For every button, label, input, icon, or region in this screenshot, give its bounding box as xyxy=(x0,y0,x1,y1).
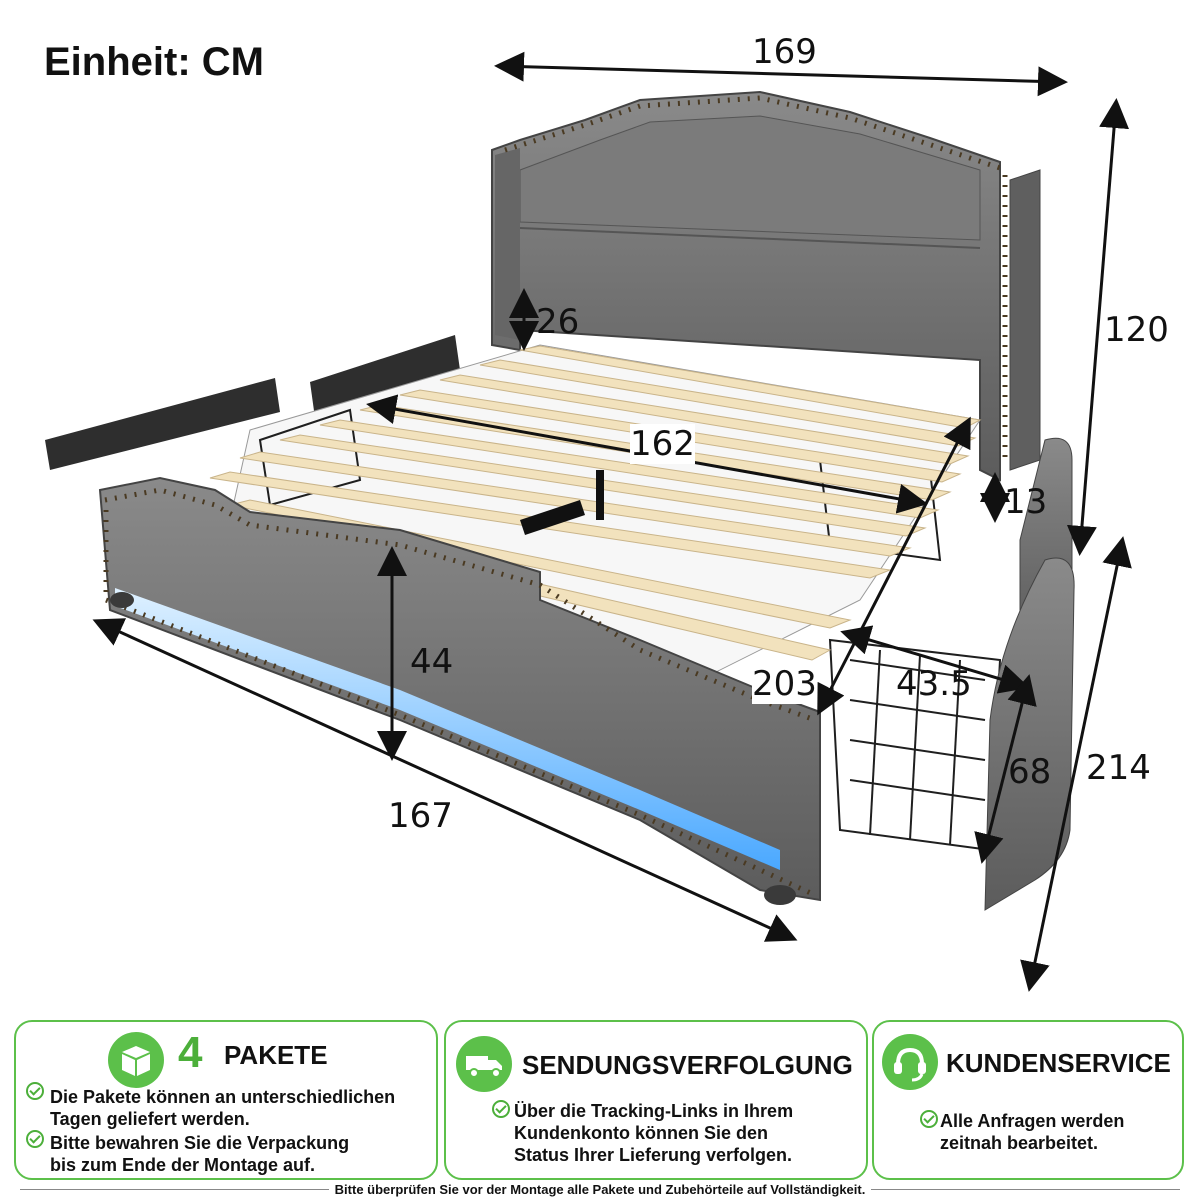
check-icon xyxy=(492,1100,510,1118)
service-line-1: Alle Anfragen werden xyxy=(940,1111,1125,1131)
packages-line-4: bis zum Ende der Montage auf. xyxy=(50,1155,316,1175)
service-card: KUNDENSERVICE Alle Anfragen werden zeitn… xyxy=(872,1020,1184,1180)
packages-line-2: Tagen geliefert werden. xyxy=(50,1109,250,1129)
check-icon xyxy=(26,1130,44,1148)
dim-inner-depth: 203 xyxy=(752,664,817,704)
dim-rail-height: 13 xyxy=(1004,482,1048,522)
tracking-card: SENDUNGSVERFOLGUNG Über die Tracking-Lin… xyxy=(444,1020,868,1180)
dim-headboard-gap: 26 xyxy=(536,302,580,342)
dim-footboard-height: 44 xyxy=(410,642,454,682)
service-title: KUNDENSERVICE xyxy=(946,1048,1171,1078)
headboard xyxy=(491,90,1041,482)
package-box-icon xyxy=(108,1032,164,1088)
bed-illustration xyxy=(45,51,1132,992)
dim-width-bottom: 167 xyxy=(388,796,453,836)
packages-line-3: Bitte bewahren Sie die Verpackung xyxy=(50,1133,350,1153)
dim-drawer-length: 68 xyxy=(1008,752,1052,792)
dim-height-total: 120 xyxy=(1104,310,1169,350)
check-icon xyxy=(26,1082,44,1100)
tracking-line-2: Kundenkonto können Sie den xyxy=(514,1123,769,1143)
package-count: 4 xyxy=(178,1028,203,1077)
delivery-truck-icon xyxy=(456,1036,512,1092)
dim-drawer-width: 43.5 xyxy=(896,664,972,704)
side-rail-panels xyxy=(45,335,460,470)
dim-width-top: 169 xyxy=(752,32,817,72)
footer-text: Bitte überprüfen Sie vor der Montage all… xyxy=(328,1182,872,1197)
packages-line-1: Die Pakete können an unterschiedlichen xyxy=(50,1087,396,1107)
tracking-title: SENDUNGSVERFOLGUNG xyxy=(522,1050,853,1080)
check-icon xyxy=(920,1110,938,1128)
dim-inner-length: 162 xyxy=(630,424,695,464)
tracking-line-3: Status Ihrer Lieferung verfolgen. xyxy=(514,1145,793,1165)
headset-icon xyxy=(882,1034,938,1090)
tracking-line-1: Über die Tracking-Links in Ihrem xyxy=(514,1101,794,1121)
packages-card: 4 PAKETE Die Pakete können an unterschie… xyxy=(14,1020,438,1180)
footer-note: Bitte überprüfen Sie vor der Montage all… xyxy=(0,1182,1200,1197)
dim-total-length: 214 xyxy=(1086,748,1151,788)
unit-label: Einheit: CM xyxy=(44,40,264,84)
packages-title: PAKETE xyxy=(224,1040,328,1070)
service-line-2: zeitnah bearbeitet. xyxy=(940,1133,1099,1153)
